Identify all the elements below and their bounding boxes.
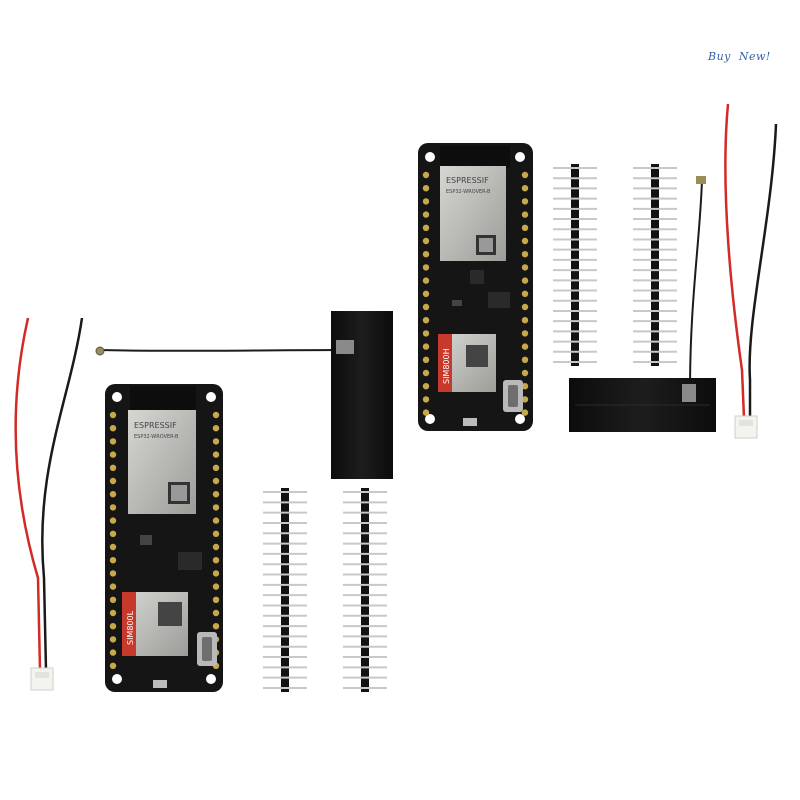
gpio-pad-row-left — [422, 171, 430, 416]
jst-connector — [734, 415, 758, 439]
battery-cable-right — [724, 103, 778, 439]
module-model-text: ESP32-WROVER-B — [134, 434, 179, 440]
ttgo-board-sim800l: ESPRESSIF ESP32-WROVER-B SIM800L — [105, 384, 223, 692]
module-model-text: ESP32-WROVER-B — [446, 189, 491, 195]
module-brand-text: ESPRESSIF — [134, 421, 177, 430]
sim-label-text: SIM800L — [126, 610, 135, 645]
fpc-antenna-vertical — [95, 311, 393, 479]
fpc-antenna-horizontal — [569, 176, 716, 432]
pin-header-strip — [633, 164, 677, 366]
reset-button — [463, 418, 477, 426]
ttgo-board-sim800h: ESPRESSIF ESP32-WROVER-B SIM800H — [418, 143, 533, 431]
sim-label-text: SIM800H — [442, 348, 451, 384]
buy-new-watermark: Buy New! — [708, 50, 771, 63]
reset-button — [153, 680, 167, 688]
gpio-pad-row-left — [109, 411, 117, 669]
pin-header-strip — [263, 488, 307, 692]
gpio-pad-row-right — [521, 171, 529, 416]
jst-connector — [30, 667, 54, 691]
module-brand-text: ESPRESSIF — [446, 176, 489, 185]
pin-header-strip — [343, 488, 387, 692]
battery-cable-left — [14, 317, 84, 691]
pin-header-strip — [553, 164, 597, 366]
